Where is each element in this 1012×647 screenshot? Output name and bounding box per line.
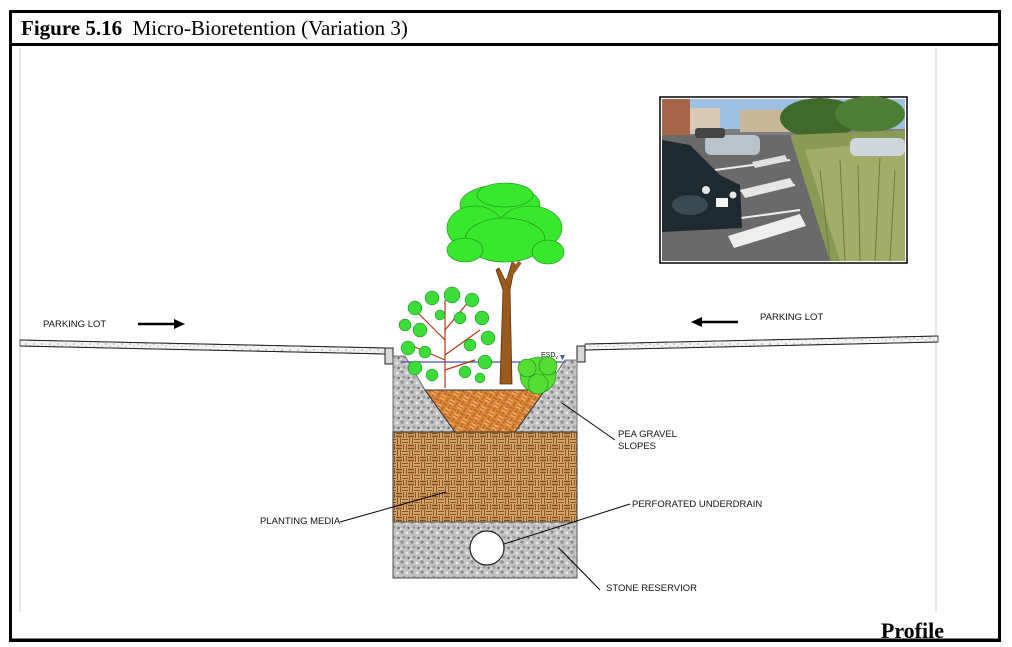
shrub <box>398 286 496 388</box>
small-shrub <box>517 356 558 395</box>
planting-media-layer <box>392 431 578 523</box>
esd-marker-icon <box>560 355 565 360</box>
esd-label: ESDv <box>541 352 558 361</box>
pavement-right <box>584 335 939 351</box>
figure-number: Figure 5.16 <box>21 16 123 40</box>
arrow-left-icon <box>691 317 738 327</box>
curb-left <box>384 347 394 365</box>
pea-gravel-label-line2: SLOPES <box>618 441 656 452</box>
perforated-underdrain-label: PERFORATED UNDERDRAIN <box>632 499 762 510</box>
perforated-underdrain-pipe <box>469 530 505 566</box>
arrow-right-icon <box>138 319 185 329</box>
tree <box>446 182 565 385</box>
parking-lot-left-label: PARKING LOT <box>43 319 106 330</box>
parking-lot-right-label: PARKING LOT <box>760 312 823 323</box>
stone-reservoir-label: STONE RESERVIOR <box>606 583 697 594</box>
site-photo <box>659 96 908 264</box>
view-label: Profile <box>880 618 944 643</box>
figure-name: Micro-Bioretention (Variation 3) <box>132 16 408 40</box>
pea-gravel-label-line1: PEA GRAVEL <box>618 429 677 440</box>
leader-lines <box>339 402 631 591</box>
esd-label-main: ESD <box>541 352 555 359</box>
curb-right <box>576 345 586 363</box>
figure-title-bar: Figure 5.16 Micro-Bioretention (Variatio… <box>12 13 998 46</box>
planting-media-label: PLANTING MEDIA <box>260 516 341 527</box>
pavement-left <box>19 339 386 355</box>
esd-label-sub: v <box>555 355 558 361</box>
